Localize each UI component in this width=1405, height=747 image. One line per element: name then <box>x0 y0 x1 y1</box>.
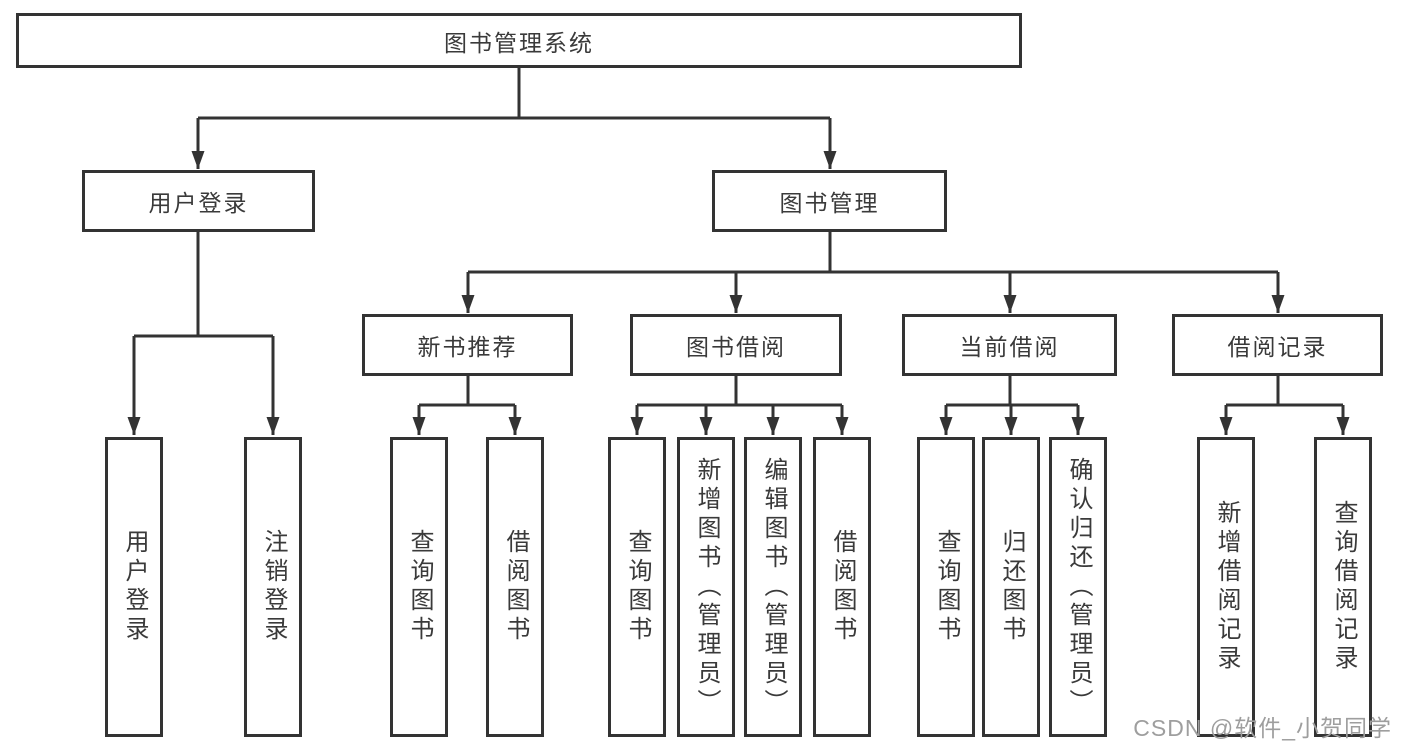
node-current-borrow: 当前借阅 <box>902 314 1117 376</box>
leaf-borrow-book-1: 借阅图书 <box>486 437 544 737</box>
edge-book-management-trunk <box>468 232 1278 274</box>
edge-current-borrow-trunk <box>946 376 1078 407</box>
edge-borrow-records-trunk <box>1226 376 1343 407</box>
leaf-query-borrow-record: 查询借阅记录 <box>1314 437 1372 737</box>
watermark: CSDN @软件_小贺同学 <box>1133 715 1392 741</box>
leaf-add-book-admin: 新增图书（管理员） <box>677 437 735 737</box>
node-root-system: 图书管理系统 <box>16 13 1022 68</box>
leaf-logout: 注销登录 <box>244 437 302 737</box>
edge-book-borrow-trunk <box>637 376 842 407</box>
leaf-query-book-3: 查询图书 <box>917 437 975 737</box>
leaf-query-book-1: 查询图书 <box>390 437 448 737</box>
node-book-management: 图书管理 <box>712 170 947 232</box>
node-new-book-recommend: 新书推荐 <box>362 314 573 376</box>
node-borrow-records: 借阅记录 <box>1172 314 1383 376</box>
edge-new-book-trunk <box>419 376 515 407</box>
leaf-return-book: 归还图书 <box>982 437 1040 737</box>
edge-root-trunk <box>198 68 830 120</box>
node-book-borrow: 图书借阅 <box>630 314 842 376</box>
leaf-query-book-2: 查询图书 <box>608 437 666 737</box>
node-user-login: 用户登录 <box>82 170 315 232</box>
leaf-add-borrow-record: 新增借阅记录 <box>1197 437 1255 737</box>
leaf-confirm-return-admin: 确认归还（管理员） <box>1049 437 1107 737</box>
leaf-edit-book-admin: 编辑图书（管理员） <box>744 437 802 737</box>
leaf-user-login: 用户登录 <box>105 437 163 737</box>
edge-user-login-trunk <box>134 232 273 338</box>
leaf-borrow-book-2: 借阅图书 <box>813 437 871 737</box>
